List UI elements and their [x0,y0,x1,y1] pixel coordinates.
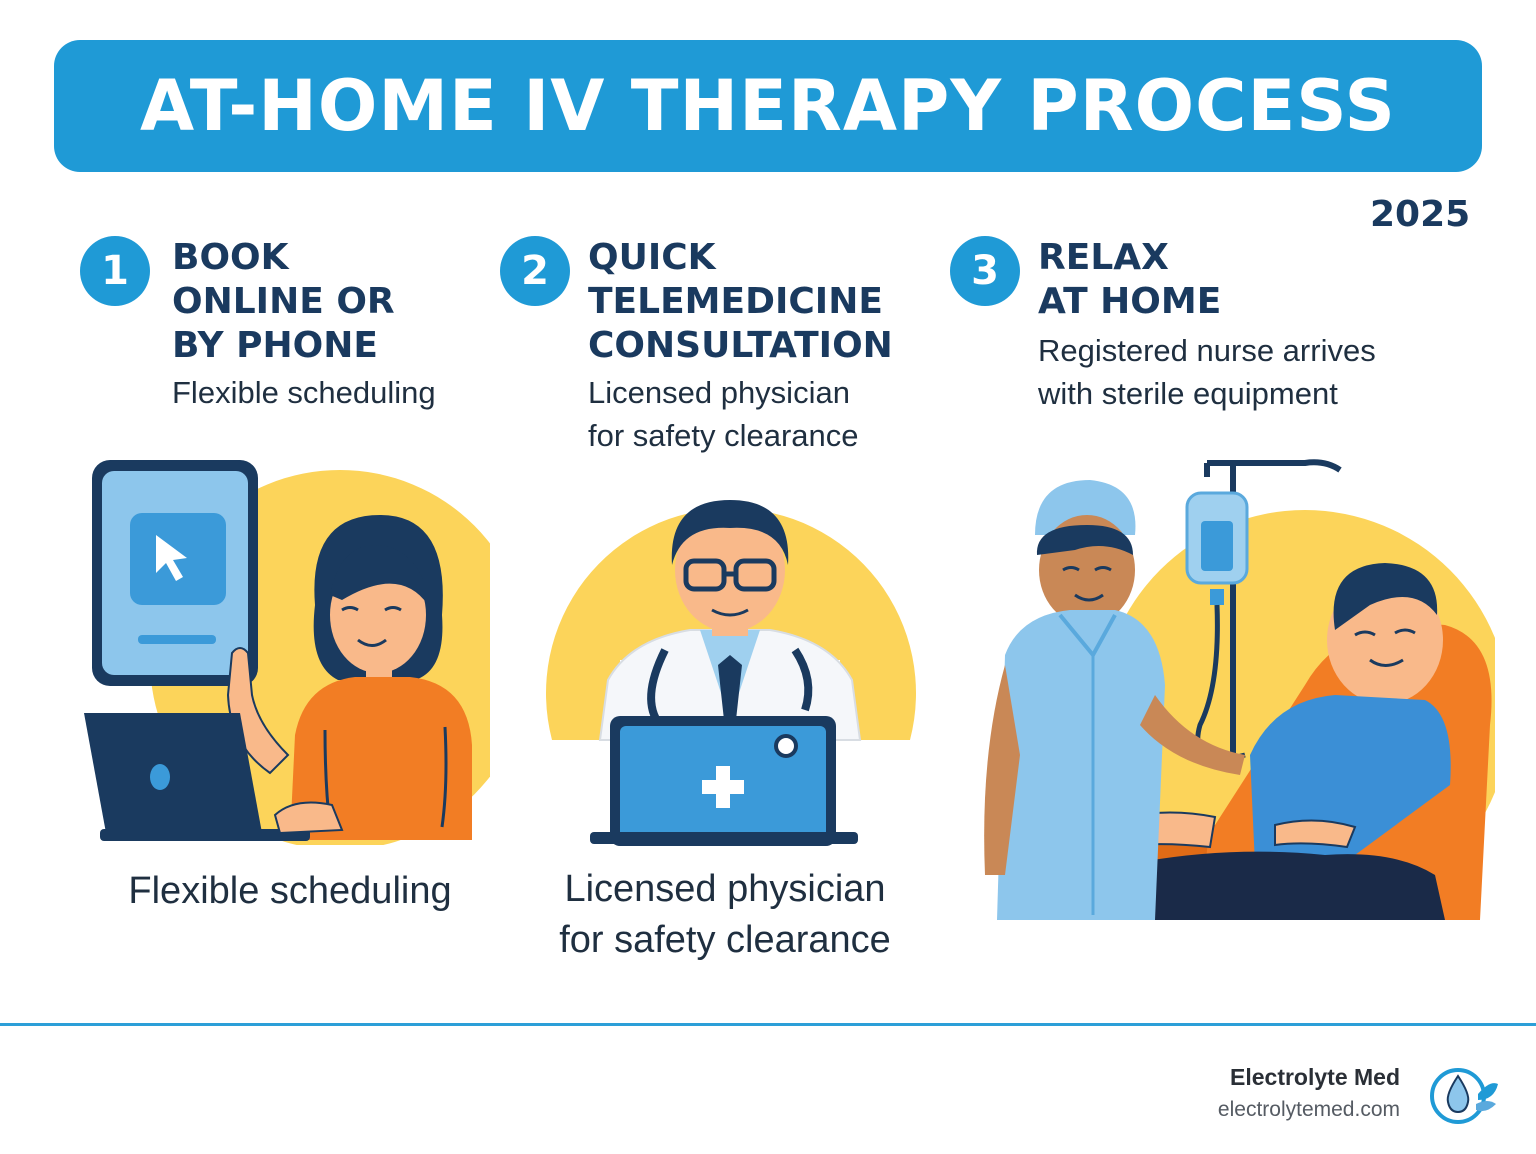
page-title: AT-HOME IV THERAPY PROCESS [140,65,1396,147]
title-banner: AT-HOME IV THERAPY PROCESS [54,40,1482,172]
year-label: 2025 [1370,194,1471,235]
step-1-subtitle: Flexible scheduling [172,371,436,414]
step-1-caption: Flexible scheduling [100,866,480,917]
step-1-badge: 1 [80,236,150,306]
step-2-caption-line: Licensed physician [564,868,886,910]
step-2-title-line: TELEMEDICINE [588,281,883,322]
step-2-subtitle-line: Licensed physician [588,375,850,410]
woman-figure [226,515,472,840]
step-2-title: QUICK TELEMEDICINE CONSULTATION [588,236,893,368]
step-2-badge: 2 [500,236,570,306]
brand-url: electrolytemed.com [1217,1098,1400,1121]
laptop-icon [84,713,344,841]
step-3-title-line: AT HOME [1038,281,1222,322]
step-1-title: BOOK ONLINE OR BY PHONE [172,236,395,368]
tablet-icon [92,460,258,686]
step-1-caption-line: Flexible scheduling [128,870,452,912]
step-1-title-line: BY PHONE [172,325,378,366]
brand-logo-icon [1430,1068,1498,1124]
cursor-icon [156,535,187,581]
medical-cross-icon [702,766,744,808]
step-3-subtitle: Registered nurse arrives with sterile eq… [1038,329,1376,415]
nurse-figure [984,480,1245,920]
step-3-subtitle-line: with sterile equipment [1038,376,1338,411]
step-2-caption: Licensed physician for safety clearance [530,864,920,966]
home-iv-illustration [984,459,1495,920]
step-3-title-line: RELAX [1038,237,1169,278]
step-3-badge: 3 [950,236,1020,306]
step-3-title: RELAX AT HOME [1038,236,1221,324]
step-2-caption-line: for safety clearance [559,919,891,961]
step-1-title-line: ONLINE OR [172,281,395,322]
step-3-subtitle-line: Registered nurse arrives [1038,333,1376,368]
step-2-title-line: CONSULTATION [588,325,893,366]
step-1-title-line: BOOK [172,237,289,278]
step-2-subtitle-line: for safety clearance [588,418,859,453]
camera-icon [774,734,798,758]
step-2-subtitle: Licensed physician for safety clearance [588,371,859,457]
iv-stand-icon [1185,459,1342,763]
footer-divider [0,1023,1536,1026]
step-2-title-line: QUICK [588,237,716,278]
telemedicine-illustration [546,500,916,846]
step-1-subtitle-line: Flexible scheduling [172,375,436,410]
laptop-icon [610,716,836,846]
booking-illustration [84,460,490,845]
brand-name: Electrolyte Med [1230,1064,1400,1090]
doctor-figure [598,500,862,741]
patient-figure [1093,563,1451,920]
